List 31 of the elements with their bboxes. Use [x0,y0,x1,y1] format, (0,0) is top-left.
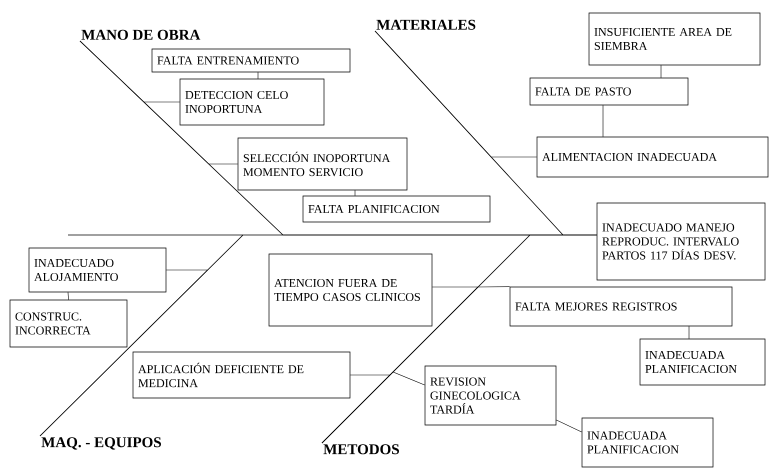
cause-box: ATENCION FUERA DE TIEMPO CASOS CLINICOS [268,254,432,326]
effect-box: INADECUADO MANEJO REPRODUC. INTERVALO PARTOS 117 DÍAS DESV. [596,202,766,280]
cause-box: REVISION GINECOLOGICA TARDÍA [424,366,556,426]
cause-box: INSUFICIENTE AREA DE SIEMBRA [588,12,760,66]
connector-line [322,372,425,444]
cause-box: INADECUADA PLANIFICACION [640,338,766,386]
connector-line [374,30,537,158]
bone-line [322,234,598,444]
connector-line [80,40,238,164]
cause-box: SELECCIÓN INOPORTUNA MOMENTO SERVICIO [238,138,408,190]
cause-box: FALTA ENTRENAMIENTO [152,48,350,72]
cause-box: FALTA PLANIFICACION [302,196,490,222]
cause-box: INADECUADA PLANIFICACION [582,418,714,468]
connector-line [556,420,582,432]
cause-box: DETECCION CELO INOPORTUNA [180,78,324,126]
category-label: MAQ. - EQUIPOS [41,437,161,450]
cause-box: INADECUADO ALOJAMIENTO [28,248,166,292]
cause-box: FALTA MEJORES REGISTROS [510,286,732,326]
cause-box: ALIMENTACION INADECUADA [536,136,768,178]
connector-line [660,65,662,78]
connector-line [602,105,604,137]
cause-box: APLICACIÓN DEFICIENTE DE MEDICINA [132,352,350,398]
cause-box: FALTA DE PASTO [530,78,688,106]
connector-line [68,292,69,300]
connector-line [40,270,208,436]
connector-line [688,326,690,339]
category-label: MATERIALES [376,20,476,30]
category-label: MANO DE OBRA [81,30,200,40]
cause-box: CONSTRUC. INCORRECTA [10,300,128,348]
category-label: METODOS [323,444,399,454]
connector-line [354,190,356,196]
